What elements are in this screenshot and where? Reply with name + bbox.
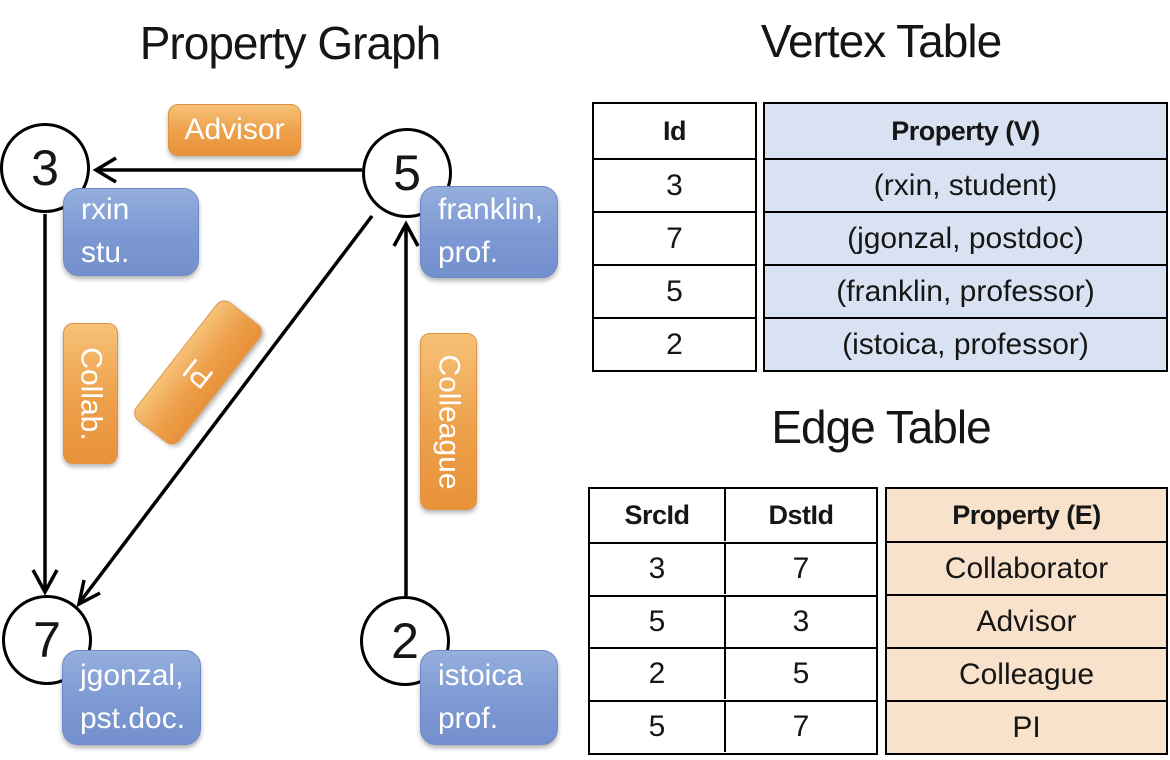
table-cell: 5 — [724, 647, 876, 700]
edge-advisor-5-to-3 — [92, 156, 362, 184]
edge-colleague-2-to-5 — [392, 220, 420, 596]
table-cell: Advisor — [887, 594, 1166, 647]
table-cell: (franklin, professor) — [765, 264, 1166, 317]
table-cell: 3 — [594, 158, 755, 211]
table-cell: 2 — [590, 647, 724, 699]
vertex-property-line: prof. — [438, 701, 499, 735]
node-id-label: 7 — [33, 612, 61, 668]
vertex-property-line: stu. — [81, 236, 130, 269]
node-id-label: 5 — [393, 145, 421, 201]
column-header-property-v: Property (V) — [891, 115, 1040, 146]
edge-table-src-dst-columns: SrcId DstId 3 7 5 3 2 5 5 7 — [588, 487, 878, 755]
vertex-property-line: rxin — [81, 193, 130, 227]
table-cell: 3 — [590, 541, 724, 594]
vertex-property-line: istoica — [438, 658, 524, 692]
edge-label-text: Collab. — [74, 346, 108, 441]
table-cell: PI — [887, 700, 1166, 753]
edge-table: SrcId DstId 3 7 5 3 2 5 5 7 Property (E)… — [588, 487, 1168, 755]
table-cell: 7 — [594, 211, 755, 264]
column-header-id: Id — [663, 115, 687, 146]
graph-edges-canvas — [31, 156, 420, 608]
vertex-table-property-column: Property (V) (rxin, student) (jgonzal, p… — [763, 102, 1168, 372]
table-cell: (rxin, student) — [765, 158, 1166, 211]
vertex-table-id-column: Id 3 7 5 2 — [592, 102, 757, 372]
graph-section-title: Property Graph — [139, 17, 441, 69]
vertex-property-callout-istoica: istoica prof. — [420, 650, 558, 745]
vertex-property-line: prof. — [438, 236, 499, 269]
edge-label-colleague: Colleague — [420, 333, 477, 510]
table-cell: 5 — [594, 264, 755, 317]
node-id-label: 3 — [31, 140, 59, 196]
edge-label-text: Colleague — [432, 353, 466, 490]
table-cell: 5 — [590, 700, 724, 752]
vertex-property-callout-jgonzal: jgonzal, pst.doc. — [62, 650, 201, 745]
table-cell: Collaborator — [887, 541, 1166, 594]
edge-label-advisor: Advisor — [168, 104, 301, 156]
table-cell: 2 — [594, 317, 755, 370]
vertex-property-line: franklin, — [438, 193, 544, 227]
vertex-property-callout-franklin: franklin, prof. — [420, 186, 558, 278]
edge-label-collab: Collab. — [63, 323, 118, 464]
vertex-property-callout-rxin: rxin stu. — [63, 188, 199, 276]
edge-table-section-title: Edge Table — [771, 401, 991, 453]
vertex-table-section-title: Vertex Table — [760, 15, 1002, 67]
vertex-property-line: jgonzal, — [80, 658, 184, 692]
edge-label-text: PI — [176, 351, 220, 395]
table-cell: (jgonzal, postdoc) — [765, 211, 1166, 264]
column-header-srcid: SrcId — [624, 499, 690, 530]
edge-collab-3-to-7 — [31, 214, 59, 596]
column-header-property-e: Property (E) — [952, 499, 1101, 530]
table-cell: Colleague — [887, 647, 1166, 700]
column-header-dstid: DstId — [724, 489, 876, 541]
table-cell: 7 — [724, 541, 876, 594]
edge-pi-5-to-7 — [76, 214, 374, 608]
table-cell: (istoica, professor) — [765, 317, 1166, 370]
node-id-label: 2 — [391, 613, 419, 669]
edge-table-property-column: Property (E) Collaborator Advisor Collea… — [885, 487, 1168, 755]
graph-node-2: 2 — [360, 596, 450, 686]
vertex-property-line: pst.doc. — [80, 701, 186, 735]
vertex-table: Id 3 7 5 2 Property (V) (rxin, student) … — [592, 102, 1168, 372]
table-cell: 7 — [724, 700, 876, 753]
table-cell: 5 — [590, 594, 724, 647]
table-cell: 3 — [724, 594, 876, 647]
edge-label-text: Advisor — [184, 113, 285, 146]
